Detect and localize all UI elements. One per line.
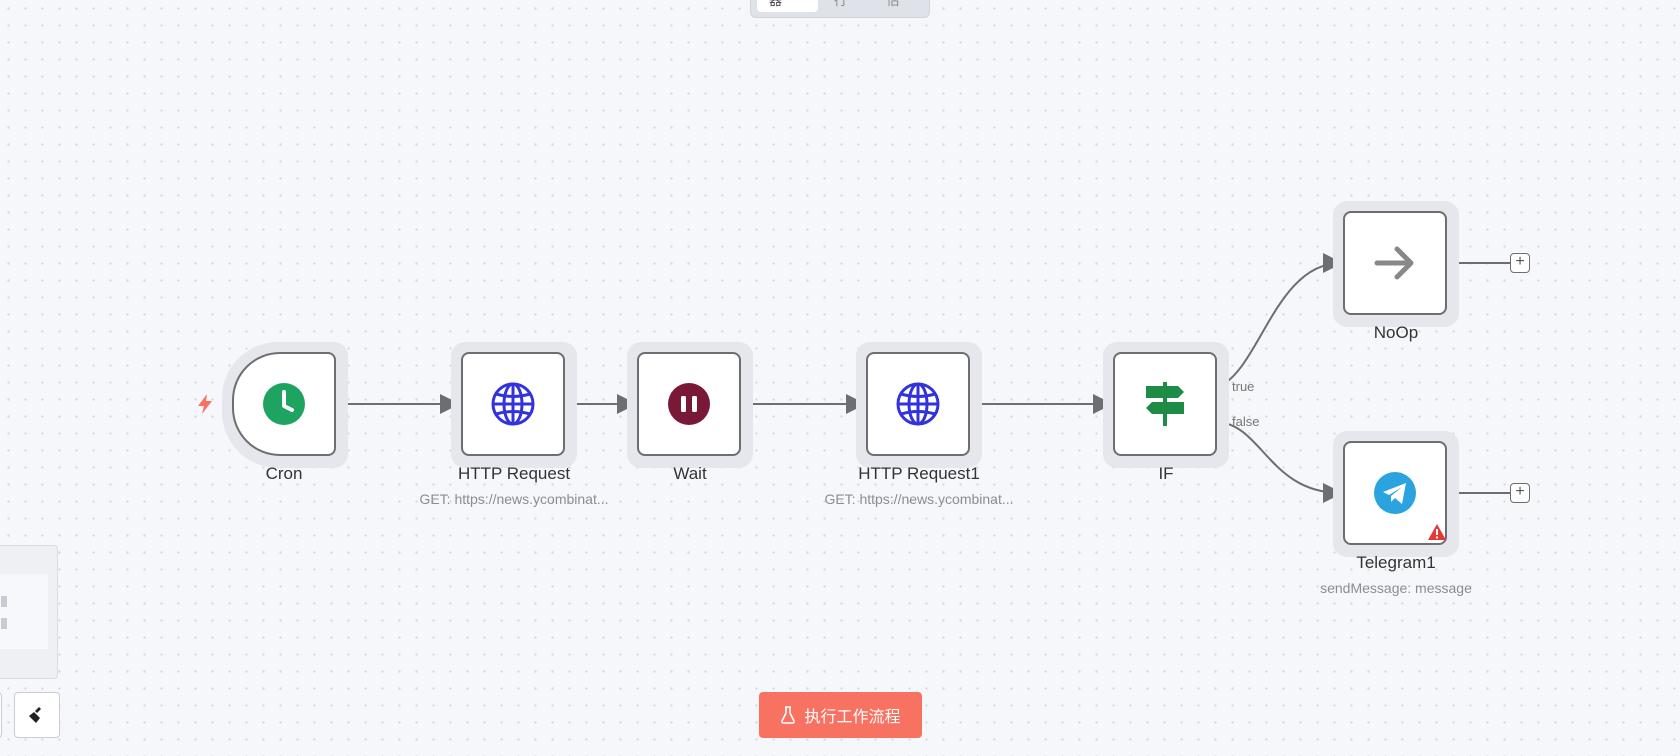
node-noop-body[interactable]: [1343, 211, 1447, 315]
node-wait-label: Wait: [673, 464, 707, 483]
view-tabs: 编辑器 执行 评估: [750, 0, 930, 18]
arrow-right-icon: [1374, 246, 1414, 280]
node-noop-label: NoOp: [1373, 323, 1419, 342]
minimap[interactable]: [0, 545, 58, 679]
trigger-bolt-icon: [198, 394, 212, 414]
tidy-up-button[interactable]: [14, 692, 60, 738]
node-http-request1-body[interactable]: [866, 352, 970, 456]
node-cron-label: Cron: [265, 464, 303, 483]
node-http-request1-label: HTTP Request1: [858, 464, 980, 483]
zoom-button[interactable]: [0, 692, 2, 738]
output-label-false: false: [1232, 414, 1260, 429]
node-cron-body[interactable]: [232, 352, 336, 456]
node-telegram1[interactable]: [1333, 431, 1459, 557]
node-telegram1-subtitle: sendMessage: message: [1320, 580, 1472, 596]
node-http-request-subtitle: GET: https://news.ycombinat...: [419, 491, 609, 507]
node-telegram1-body[interactable]: [1343, 441, 1447, 545]
minimap-node: [1, 618, 7, 629]
node-http-request1-subtitle: GET: https://news.ycombinat...: [824, 491, 1014, 507]
output-label-true: true: [1232, 379, 1255, 394]
broom-icon: [29, 707, 41, 723]
globe-icon: [896, 382, 940, 426]
minimap-node: [1, 596, 7, 607]
tab-executions[interactable]: 执行: [833, 0, 847, 8]
node-http-request-label: HTTP Request: [457, 464, 571, 483]
node-wait[interactable]: [627, 342, 753, 468]
execute-workflow-label: 执行工作流程: [804, 709, 901, 726]
add-node-after-noop-button[interactable]: +: [1510, 253, 1530, 273]
node-telegram1-label: Telegram1: [1356, 553, 1436, 572]
telegram-icon: [1374, 472, 1416, 514]
clock-icon: [263, 383, 305, 425]
node-if-body[interactable]: [1113, 352, 1217, 456]
add-node-after-telegram-button[interactable]: +: [1510, 483, 1530, 503]
tab-evaluations[interactable]: 评估: [886, 0, 900, 8]
node-if-label: IF: [1158, 464, 1174, 483]
signpost-icon: [1146, 382, 1184, 426]
node-http-request1[interactable]: [856, 342, 982, 468]
minimap-viewport: [0, 574, 48, 649]
node-cron[interactable]: [222, 342, 348, 468]
node-http-request-body[interactable]: [461, 352, 565, 456]
warning-icon[interactable]: [1427, 523, 1447, 541]
node-if[interactable]: [1103, 342, 1229, 468]
node-http-request[interactable]: [451, 342, 577, 468]
pause-icon: [668, 383, 710, 425]
node-wait-body[interactable]: [637, 352, 741, 456]
tab-editor[interactable]: 编辑器: [757, 0, 818, 12]
flask-icon: [781, 706, 796, 724]
node-noop[interactable]: [1333, 201, 1459, 327]
globe-icon: [491, 382, 535, 426]
execute-workflow-button[interactable]: 执行工作流程: [759, 692, 922, 738]
